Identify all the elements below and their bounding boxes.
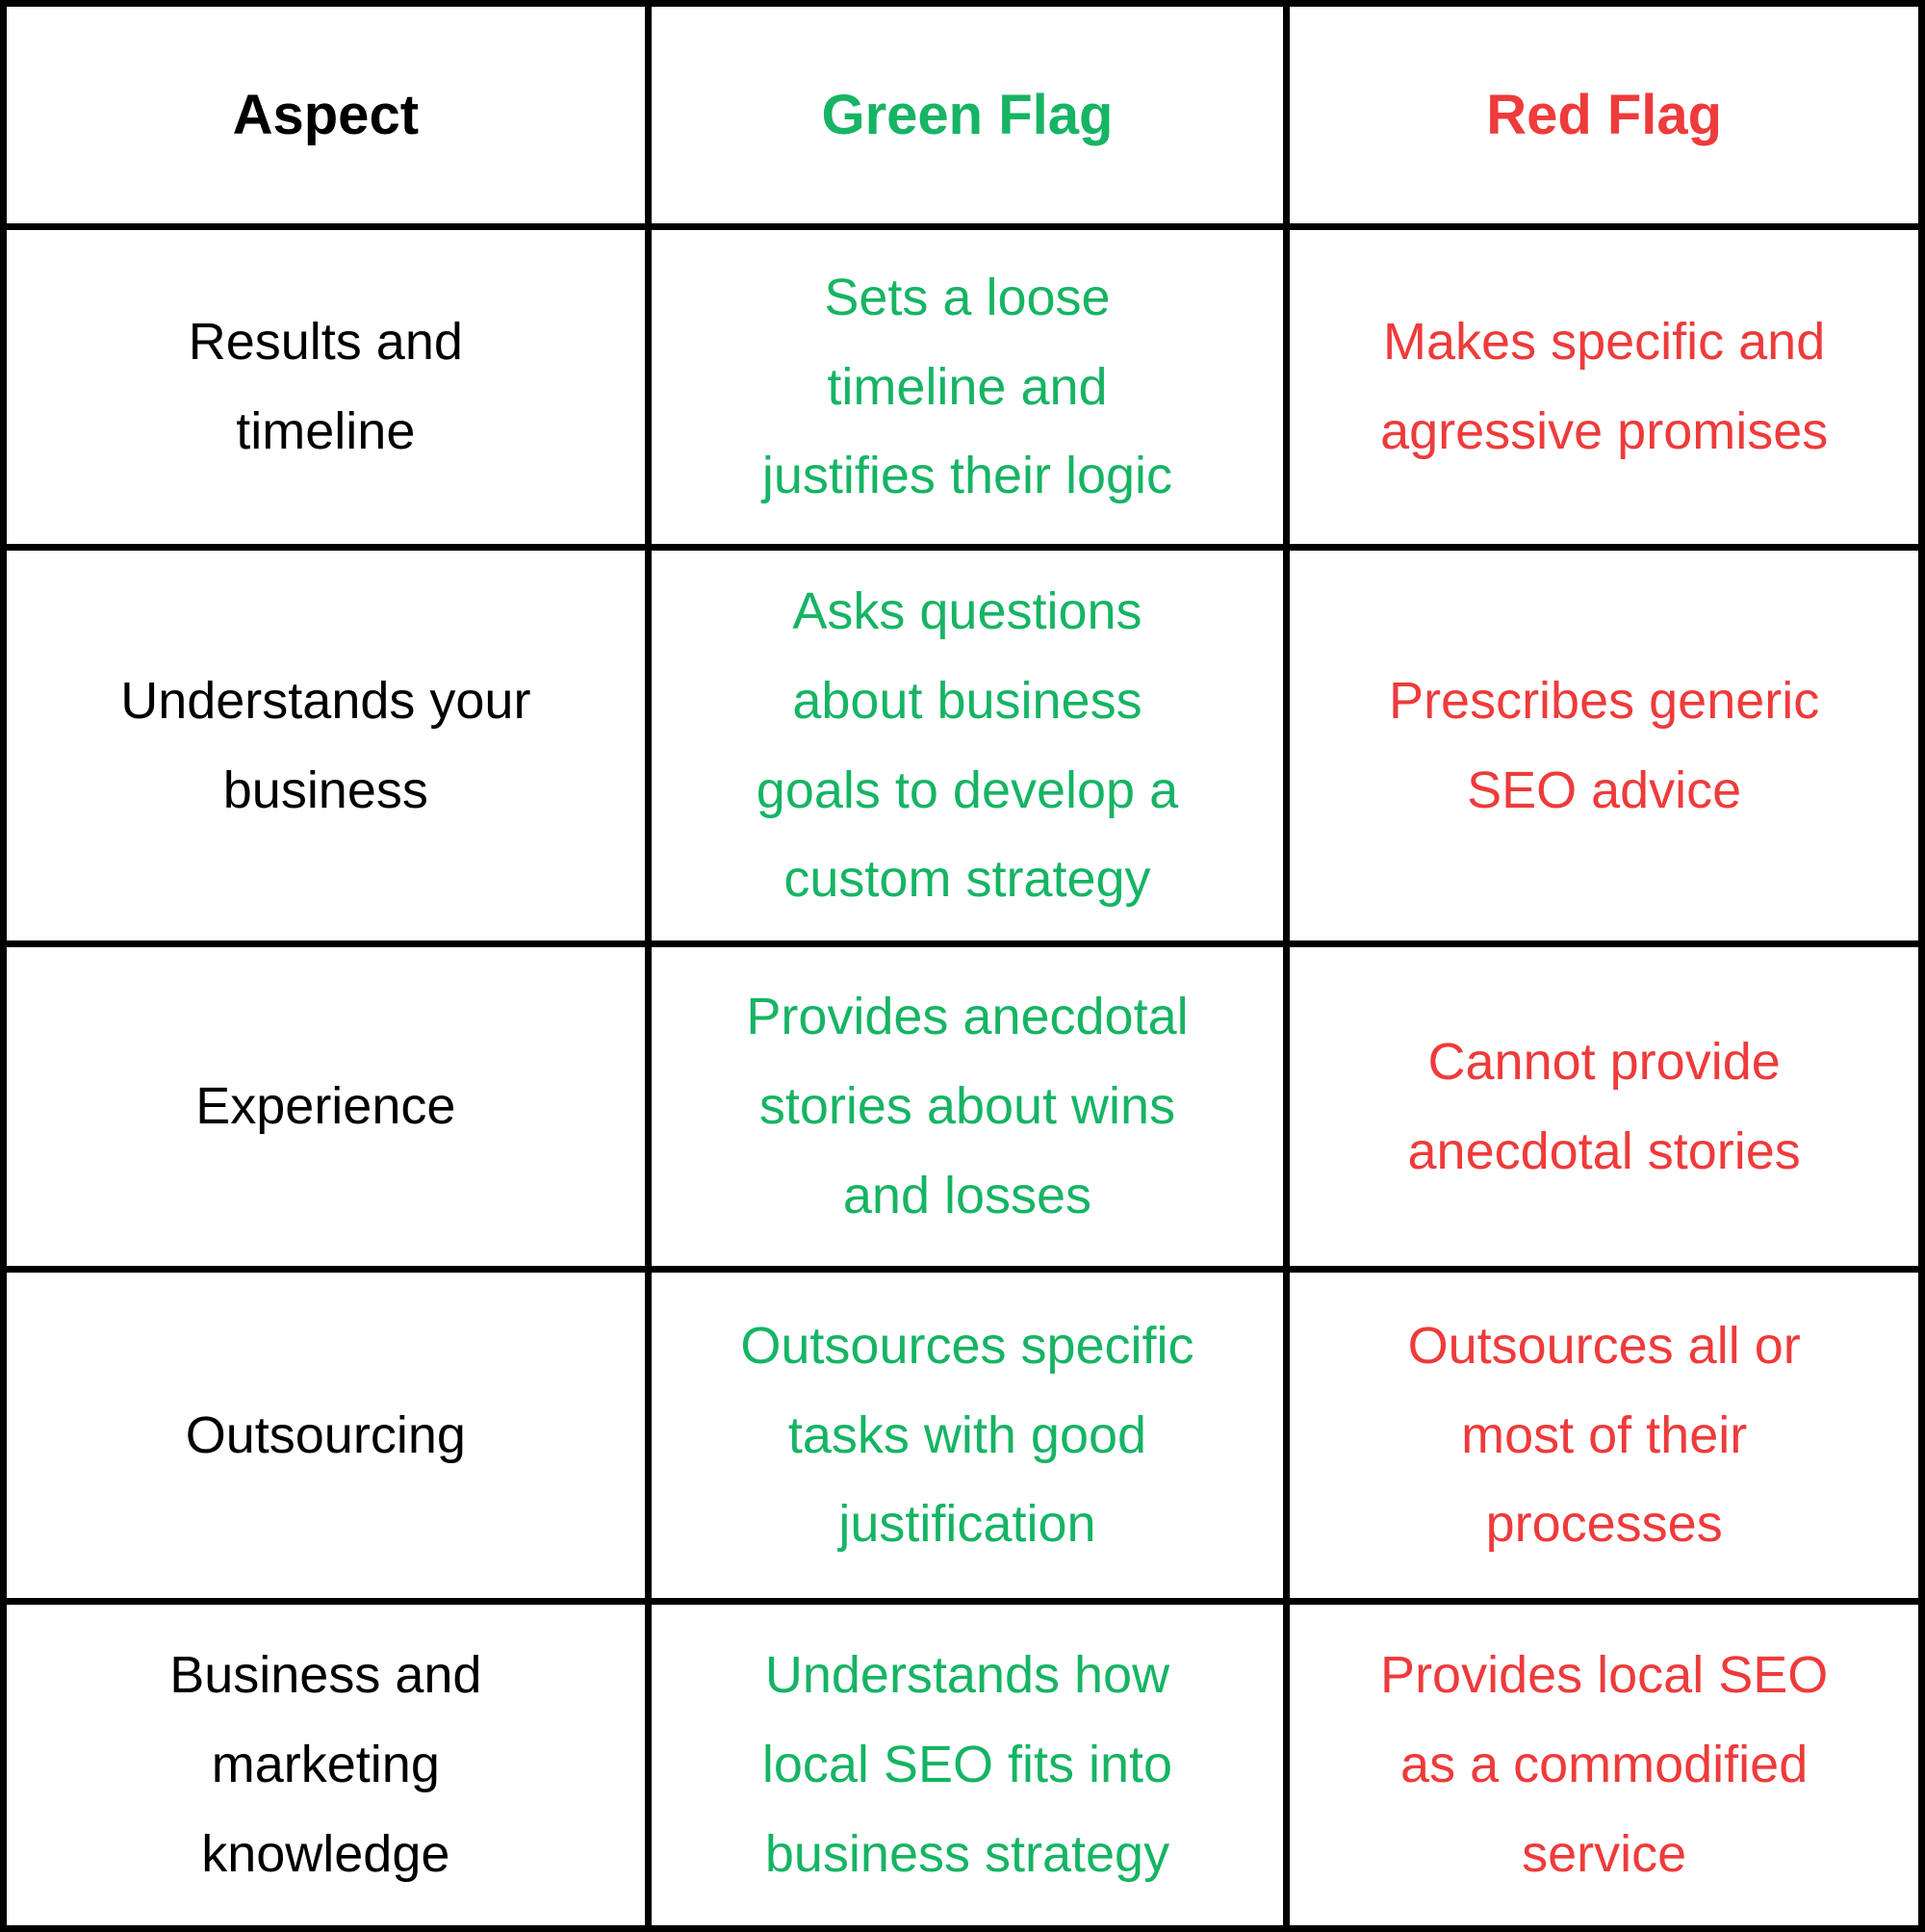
table-row-business-and-marketing-knowledge: Business and marketing knowledge Underst… (0, 1598, 1925, 1932)
green-flag-cell: Understands how local SEO fits into busi… (644, 1598, 1291, 1932)
red-flag-cell: Cannot provide anecdotal stories (1283, 940, 1925, 1273)
green-flag-cell: Outsources specific tasks with good just… (644, 1266, 1291, 1605)
column-header-green-flag: Green Flag (644, 0, 1291, 230)
aspect-cell: Understands your business (0, 544, 652, 947)
header-row: Aspect Green Flag Red Flag (0, 0, 1925, 230)
table-row-experience: Experience Provides anecdotal stories ab… (0, 940, 1925, 1273)
green-flag-cell: Provides anecdotal stories about wins an… (644, 940, 1291, 1273)
aspect-cell: Experience (0, 940, 652, 1273)
column-header-aspect: Aspect (0, 0, 652, 230)
aspect-cell: Business and marketing knowledge (0, 1598, 652, 1932)
red-flag-cell: Prescribes generic SEO advice (1283, 544, 1925, 947)
table-row-results-and-timeline: Results and timeline Sets a loose timeli… (0, 223, 1925, 551)
table-row-understands-your-business: Understands your business Asks questions… (0, 544, 1925, 947)
red-flag-cell: Outsources all or most of their processe… (1283, 1266, 1925, 1605)
green-flag-cell: Asks questions about business goals to d… (644, 544, 1291, 947)
green-flag-cell: Sets a loose timeline and justifies thei… (644, 223, 1291, 551)
red-flag-cell: Makes specific and agressive promises (1283, 223, 1925, 551)
column-header-red-flag: Red Flag (1283, 0, 1925, 230)
aspect-cell: Results and timeline (0, 223, 652, 551)
red-flag-cell: Provides local SEO as a commodified serv… (1283, 1598, 1925, 1932)
table-row-outsourcing: Outsourcing Outsources specific tasks wi… (0, 1266, 1925, 1605)
aspect-cell: Outsourcing (0, 1266, 652, 1605)
